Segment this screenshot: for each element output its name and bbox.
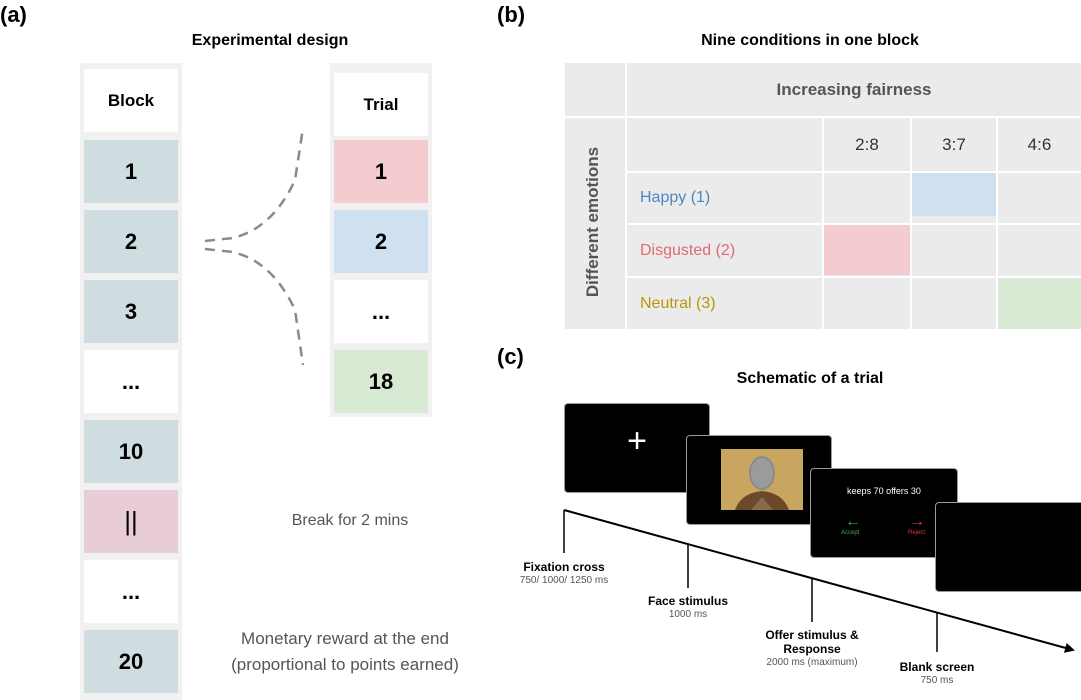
row-label-disgusted: Disgusted (2) — [640, 241, 736, 259]
row-label-neutral: Neutral (3) — [640, 294, 716, 312]
event-fixation-duration: 750/ 1000/ 1250 ms — [519, 575, 609, 586]
cell-neutral-4-6 — [998, 278, 1081, 329]
break-note: Break for 2 mins — [291, 512, 409, 529]
panel-a-title: Experimental design — [191, 32, 349, 49]
reward-note-line2: (proportional to points earned) — [231, 655, 459, 674]
panel-c-title: Schematic of a trial — [736, 370, 884, 387]
panel-b-letter: (b) — [497, 2, 526, 27]
event-fixation-name: Fixation cross — [523, 560, 605, 574]
event-offer-duration: 2000 ms (maximum) — [766, 657, 858, 668]
face-image — [721, 449, 803, 510]
event-offer: Offer stimulus & Response 2000 ms (maxim… — [732, 628, 892, 668]
reject-arrow-icon: → — [909, 513, 925, 530]
panel-a-letter: (a) — [0, 2, 27, 27]
offer-text: keeps 70 offers 30 — [847, 486, 921, 496]
fixation-cross: + — [627, 422, 647, 460]
block-cell-break: || — [84, 490, 178, 553]
block-cell-10: 10 — [84, 420, 178, 483]
face-screen — [686, 435, 832, 525]
block-cell-1: 1 — [84, 140, 178, 203]
block-cell-20: 20 — [84, 630, 178, 693]
cell-happy-3-7 — [912, 173, 998, 216]
event-blank: Blank screen 750 ms — [857, 660, 1017, 686]
col-group-label: Increasing fairness — [776, 79, 932, 99]
trial-header: Trial — [334, 73, 428, 136]
block-cell-2: 2 — [84, 210, 178, 273]
event-fixation: Fixation cross 750/ 1000/ 1250 ms — [484, 560, 644, 586]
block-header: Block — [84, 69, 178, 132]
event-face-duration: 1000 ms — [668, 609, 708, 620]
reject-label: Reject — [908, 530, 926, 536]
event-blank-name: Blank screen — [899, 660, 975, 674]
fixation-screen: + — [564, 403, 710, 493]
trial-cell-18: 18 — [334, 350, 428, 413]
accept-label: Accept — [841, 530, 860, 536]
conditions-table: Increasing fairness 2:8 3:7 4:6 Happy (1… — [565, 63, 1081, 329]
trial-cell-2: 2 — [334, 210, 428, 273]
event-offer-name-line2: Response — [783, 642, 841, 656]
face-stimulus-icon — [721, 449, 803, 510]
event-blank-duration: 750 ms — [920, 675, 954, 686]
col-header-2-8: 2:8 — [855, 134, 879, 154]
row-label-happy: Happy (1) — [640, 189, 711, 206]
block-cell-ellipsis-1: ... — [84, 350, 178, 413]
accept-arrow-icon: ← — [845, 513, 861, 530]
reward-note-line1: Monetary reward at the end — [241, 629, 449, 648]
panel-b-title: Nine conditions in one block — [701, 32, 919, 49]
col-header-4-6: 4:6 — [1027, 134, 1052, 154]
event-face: Face stimulus 1000 ms — [608, 594, 768, 620]
expansion-connector — [204, 127, 305, 366]
event-face-name: Face stimulus — [647, 594, 729, 608]
trial-column: Trial 1 2 ... 18 — [330, 63, 432, 417]
block-cell-ellipsis-2: ... — [84, 560, 178, 623]
trial-cell-1: 1 — [334, 140, 428, 203]
block-cell-3: 3 — [84, 280, 178, 343]
block-column: Block 1 2 3 ... 10 || ... 20 — [80, 63, 182, 700]
cell-disgusted-2-8 — [824, 225, 912, 275]
panel-c-letter: (c) — [497, 344, 524, 369]
trial-cell-ellipsis: ... — [334, 280, 428, 343]
blank-screen — [935, 502, 1081, 592]
col-header-3-7: 3:7 — [942, 134, 966, 154]
event-offer-name-line1: Offer stimulus & — [765, 628, 859, 642]
